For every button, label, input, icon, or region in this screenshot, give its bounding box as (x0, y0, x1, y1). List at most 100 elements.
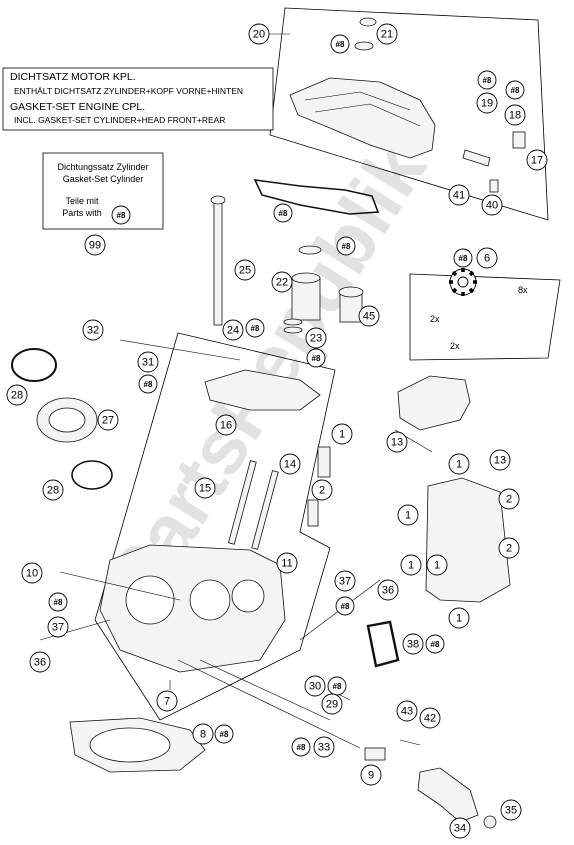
part-callout-43: 43 (396, 700, 418, 722)
callout-label: #8 (459, 254, 468, 263)
callout-circle (360, 764, 382, 786)
callout-circle (42, 479, 64, 501)
sensor-part (512, 131, 526, 149)
part-callout-28: 28 (6, 384, 28, 406)
valve-cover-part (289, 77, 436, 159)
callout-label: 35 (505, 805, 517, 817)
callout-circle (313, 736, 335, 758)
gear-icon (449, 268, 477, 296)
callout-circle (305, 327, 327, 349)
callout-label: 42 (424, 713, 436, 725)
callout-label: 32 (87, 325, 99, 337)
callout-label: 19 (481, 98, 493, 110)
part-callout-2: 2 (498, 488, 520, 510)
cylinder-head-outline (94, 332, 336, 721)
exhaust-port-b (231, 579, 265, 613)
reference-marker-8: #8 (335, 596, 355, 616)
part-callout-18: 18 (504, 104, 526, 126)
cyl-set-line-1: Dichtungssatz Zylinder (57, 162, 148, 172)
cyl-set-line-2: Gasket-Set Cylinder (63, 174, 144, 184)
note-line-2: ENTHÄLT DICHTSATZ ZYLINDER+KOPF VORNE+HI… (14, 86, 243, 96)
part-callout-2: 2 (498, 537, 520, 559)
part-callout-13: 13 (489, 449, 511, 471)
cam-carrier-part (204, 369, 321, 411)
reference-marker-8: #8 (306, 348, 326, 368)
callout-circle (500, 799, 522, 821)
callout-label: 7 (164, 696, 170, 708)
callout-circle (477, 70, 497, 90)
bolt-40-part (489, 179, 499, 193)
oil-cap-part (359, 17, 377, 27)
callout-circle (476, 92, 498, 114)
part-callout-15: 15 (194, 477, 216, 499)
callout-label: #8 (117, 211, 126, 220)
part-callout-40: 40 (481, 194, 503, 216)
callout-label: 45 (363, 311, 375, 323)
callout-label: 25 (239, 265, 251, 277)
callout-label: #8 (312, 354, 321, 363)
callout-label: 33 (318, 742, 330, 754)
part-callout-17: 17 (526, 149, 548, 171)
exhaust-port-a (189, 579, 231, 621)
callout-circle (402, 633, 424, 655)
callout-circle (396, 700, 418, 722)
callout-circle (336, 236, 356, 256)
callout-circle (498, 537, 520, 559)
valve-cover-ribs (304, 91, 421, 127)
callout-label: 24 (227, 325, 239, 337)
callout-circle (194, 477, 216, 499)
callout-label: 29 (326, 699, 338, 711)
gasket-set-note-box (2, 67, 274, 131)
reference-marker-8: #8 (505, 80, 525, 100)
callout-circle (504, 104, 526, 126)
ring-23b (283, 326, 303, 334)
valve-cover-box (269, 7, 549, 221)
callout-label: 13 (494, 455, 506, 467)
callout-circle (234, 259, 256, 281)
callout-circle (426, 554, 448, 576)
reference-marker-8: #8 (477, 70, 497, 90)
callout-circle (82, 319, 104, 341)
callout-label: #8 (54, 598, 63, 607)
part-callout-25: 25 (234, 259, 256, 281)
callout-circle (376, 23, 398, 45)
callout-circle (138, 374, 158, 394)
part-callout-20: 20 (248, 23, 270, 45)
part-callout-13: 13 (386, 431, 408, 453)
callout-label: #8 (333, 682, 342, 691)
callout-label: 1 (405, 510, 411, 522)
callout-circle (84, 234, 106, 256)
callout-label: #8 (297, 743, 306, 752)
callout-label: 9 (368, 770, 374, 782)
part-callout-8: 8 (192, 723, 214, 745)
part-callout-14: 14 (279, 453, 301, 475)
long-bolt-head (210, 195, 226, 205)
callout-circle (331, 423, 353, 445)
clamp-28-lower (71, 460, 113, 490)
callout-label: #8 (220, 730, 229, 739)
callout-circle (448, 453, 470, 475)
callout-circle (489, 449, 511, 471)
hose-clamp-part (11, 348, 57, 382)
callout-circle (29, 651, 51, 673)
callout-circle (222, 319, 244, 341)
callout-circle (245, 318, 265, 338)
callout-label: #8 (144, 380, 153, 389)
callout-label: 6 (484, 253, 490, 265)
reference-marker-8: #8 (138, 374, 158, 394)
callout-label: 20 (253, 29, 265, 41)
qty-label-8x: 8x (518, 285, 528, 295)
callout-label: 40 (486, 200, 498, 212)
callout-circle (498, 488, 520, 510)
callout-label: 99 (89, 240, 101, 252)
intake-boot-inner (48, 407, 86, 433)
part-callout-30: 30 (304, 675, 326, 697)
callout-label: #8 (251, 324, 260, 333)
callout-label: 36 (382, 585, 394, 597)
part-callout-23: 23 (305, 327, 327, 349)
valve-14-part (251, 470, 279, 550)
part-callout-24: 24 (222, 319, 244, 341)
part-callout-16: 16 (215, 414, 237, 436)
